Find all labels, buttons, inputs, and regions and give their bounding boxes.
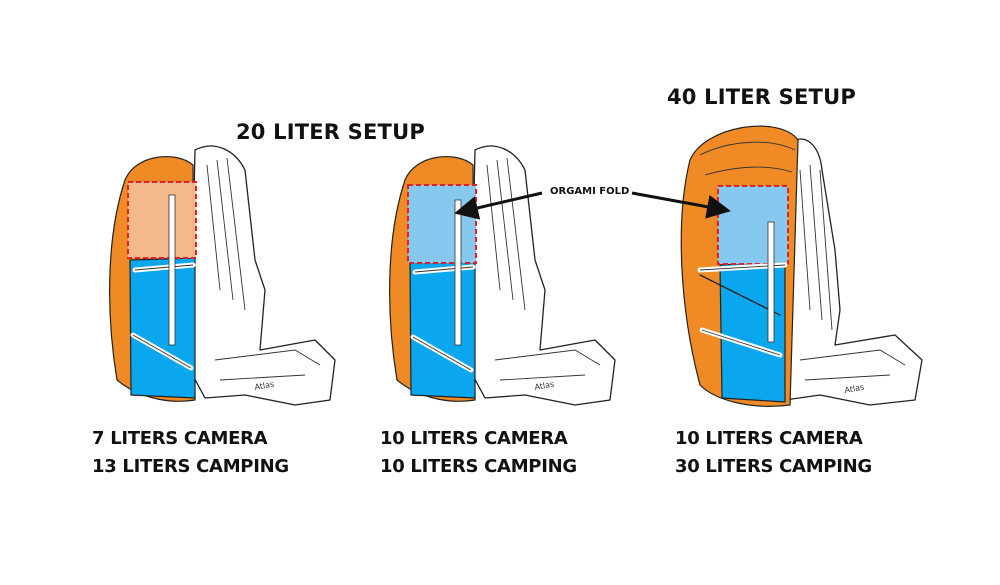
caption-camping: 10 LITERS CAMPING bbox=[380, 456, 577, 477]
camping-compartment bbox=[129, 257, 196, 399]
setup-title-20l: 20 LITER SETUP bbox=[236, 120, 425, 144]
brand-label: Atlas bbox=[844, 383, 865, 395]
fold-region bbox=[407, 184, 477, 264]
camping-compartment bbox=[719, 259, 786, 403]
caption-camping: 13 LITERS CAMPING bbox=[92, 456, 289, 477]
harness-frame bbox=[189, 145, 336, 406]
brand-label: Atlas bbox=[254, 380, 275, 392]
fold-region bbox=[717, 185, 789, 265]
backpack-20l-illustration: Atlas bbox=[109, 145, 336, 406]
backpack-40l-illustration: Atlas bbox=[680, 125, 923, 407]
caption-20l: 7 LITERS CAMERA 13 LITERS CAMPING bbox=[92, 425, 289, 481]
caption-camera: 10 LITERS CAMERA bbox=[380, 428, 568, 449]
camping-compartment bbox=[409, 259, 476, 399]
caption-camera: 7 LITERS CAMERA bbox=[92, 428, 268, 449]
setup-title-40l: 40 LITER SETUP bbox=[667, 85, 856, 109]
caption-40l: 10 LITERS CAMERA 30 LITERS CAMPING bbox=[675, 425, 872, 481]
brand-label: Atlas bbox=[534, 380, 555, 392]
caption-camping: 30 LITERS CAMPING bbox=[675, 456, 872, 477]
backpack-middle-illustration: Atlas bbox=[389, 145, 616, 406]
caption-middle: 10 LITERS CAMERA 10 LITERS CAMPING bbox=[380, 425, 577, 481]
origami-fold-callout: ORGAMI FOLD bbox=[550, 186, 630, 197]
fold-region bbox=[127, 181, 197, 259]
caption-camera: 10 LITERS CAMERA bbox=[675, 428, 863, 449]
